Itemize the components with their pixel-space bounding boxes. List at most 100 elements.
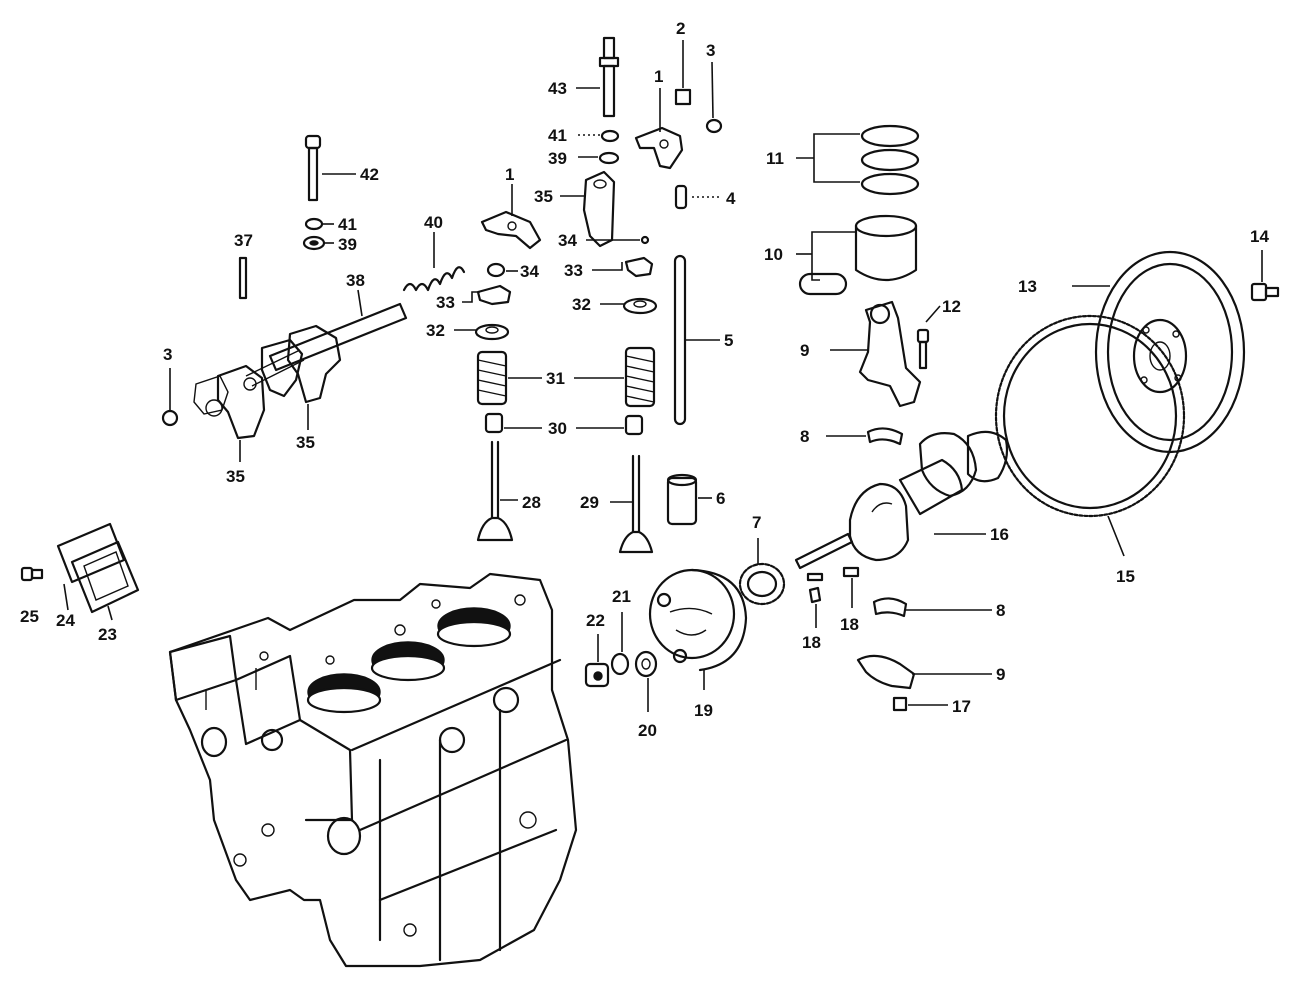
part-18-keys bbox=[806, 566, 860, 628]
callout-9-top: 9 bbox=[800, 341, 809, 360]
callout-25: 25 bbox=[20, 607, 39, 626]
callout-41-left: 41 bbox=[338, 215, 357, 234]
part-10-piston bbox=[796, 214, 918, 296]
callout-15: 15 bbox=[1116, 567, 1135, 586]
callout-17: 17 bbox=[952, 697, 971, 716]
callout-39-left: 39 bbox=[338, 235, 357, 254]
callout-16: 16 bbox=[990, 525, 1009, 544]
part-25-bolt bbox=[20, 566, 44, 582]
part-33-keeper-left bbox=[462, 284, 512, 306]
callout-13: 13 bbox=[1018, 277, 1037, 296]
part-37-pin bbox=[238, 256, 248, 300]
callout-20: 20 bbox=[638, 721, 657, 740]
callout-35-right: 35 bbox=[296, 433, 315, 452]
callout-22: 22 bbox=[586, 611, 605, 630]
part-9-connecting-rod bbox=[830, 300, 922, 408]
part-6-tappet bbox=[666, 473, 712, 526]
part-40-spring bbox=[402, 232, 466, 292]
callout-3-left: 3 bbox=[163, 345, 172, 364]
part-31-spring-left bbox=[476, 350, 542, 406]
callout-8-top: 8 bbox=[800, 427, 809, 446]
callout-42: 42 bbox=[360, 165, 379, 184]
callout-35-center: 35 bbox=[534, 187, 553, 206]
callout-39-center: 39 bbox=[548, 149, 567, 168]
callout-1-left: 1 bbox=[505, 165, 514, 184]
callout-5: 5 bbox=[724, 331, 733, 350]
callout-41-center: 41 bbox=[548, 126, 567, 145]
callout-32-left: 32 bbox=[426, 321, 445, 340]
callout-29: 29 bbox=[580, 493, 599, 512]
callout-21: 21 bbox=[612, 587, 631, 606]
part-15-ring-gear bbox=[994, 314, 1186, 557]
part-1-rocker-arm-top bbox=[634, 88, 684, 170]
part-34-cap-left bbox=[486, 262, 518, 278]
part-22-nut bbox=[584, 634, 610, 688]
callout-1-top: 1 bbox=[654, 67, 663, 86]
callout-40: 40 bbox=[424, 213, 443, 232]
part-20-washer bbox=[634, 650, 658, 712]
part-24-cover-plate bbox=[56, 522, 126, 611]
callout-7: 7 bbox=[752, 513, 761, 532]
callout-3-top: 3 bbox=[706, 41, 715, 60]
callout-28: 28 bbox=[522, 493, 541, 512]
part-8-bearing-top bbox=[826, 427, 904, 446]
part-39-washer-left bbox=[302, 235, 334, 251]
callout-11: 11 bbox=[766, 149, 784, 168]
callout-31: 31 bbox=[546, 369, 565, 388]
part-35-bracket-center bbox=[560, 170, 616, 248]
part-cylinder-block bbox=[168, 572, 578, 968]
part-8-bearing-lower bbox=[872, 597, 992, 618]
callout-24: 24 bbox=[56, 611, 75, 630]
callout-33-left: 33 bbox=[436, 293, 455, 312]
callout-34-left: 34 bbox=[520, 262, 539, 281]
callout-2: 2 bbox=[676, 19, 685, 38]
part-16-crankshaft bbox=[794, 430, 1009, 570]
part-23-gasket bbox=[70, 540, 140, 621]
part-3-clip-left bbox=[161, 368, 179, 427]
part-2-nut bbox=[674, 40, 692, 106]
part-28-valve bbox=[476, 440, 518, 542]
part-41-circlip-center bbox=[578, 129, 620, 143]
part-5-pushrod bbox=[673, 254, 720, 426]
part-14-bolt bbox=[1250, 250, 1280, 302]
part-42-bolt bbox=[304, 134, 356, 202]
part-41-circlip-left bbox=[304, 217, 334, 231]
part-3-clip-top bbox=[705, 61, 723, 134]
part-38-rocker-shaft bbox=[268, 289, 408, 372]
part-12-rod-bolt bbox=[916, 305, 941, 370]
callout-33-right: 33 bbox=[564, 261, 583, 280]
callout-14: 14 bbox=[1250, 227, 1269, 246]
part-4-adjuster bbox=[674, 184, 722, 210]
callout-23: 23 bbox=[98, 625, 117, 644]
callout-19: 19 bbox=[694, 701, 713, 720]
part-43-stud bbox=[598, 36, 620, 118]
part-7-gear bbox=[738, 538, 786, 606]
part-39-washer-center bbox=[578, 151, 620, 165]
callout-35-left: 35 bbox=[226, 467, 245, 486]
callout-18-left: 18 bbox=[802, 633, 821, 652]
callout-34-right: 34 bbox=[558, 231, 577, 250]
callout-37: 37 bbox=[234, 231, 253, 250]
part-13-flywheel bbox=[1072, 250, 1246, 454]
callout-12: 12 bbox=[942, 297, 961, 316]
part-30-seal-left bbox=[484, 412, 542, 434]
part-32-retainer-right bbox=[600, 297, 658, 315]
part-30-seal-right bbox=[576, 414, 644, 436]
callout-4: 4 bbox=[726, 189, 736, 208]
callout-8-lower: 8 bbox=[996, 601, 1005, 620]
callout-32-right: 32 bbox=[572, 295, 591, 314]
part-33-keeper-right bbox=[592, 256, 654, 278]
part-1-rocker-arm-left bbox=[480, 184, 542, 250]
part-11-piston-rings bbox=[796, 124, 920, 196]
callout-6: 6 bbox=[716, 489, 725, 508]
part-29-valve bbox=[610, 454, 654, 554]
part-31-spring-right bbox=[574, 346, 656, 408]
callout-9-lower: 9 bbox=[996, 665, 1005, 684]
callout-43: 43 bbox=[548, 79, 567, 98]
part-17-nut bbox=[892, 696, 948, 712]
callout-10: 10 bbox=[764, 245, 783, 264]
part-35-brackets-left bbox=[193, 324, 342, 462]
callout-38: 38 bbox=[346, 271, 365, 290]
callout-30: 30 bbox=[548, 419, 567, 438]
